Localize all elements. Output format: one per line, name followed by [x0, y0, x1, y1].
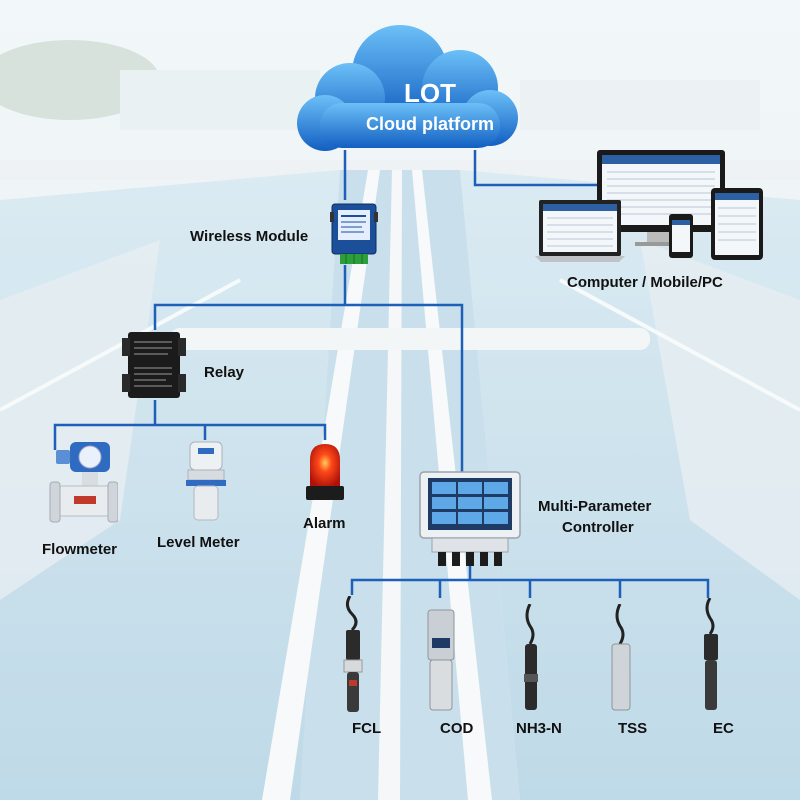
sensor-label-cod: COD: [440, 720, 474, 737]
sensor-label-fcl: FCL: [352, 720, 382, 737]
level-meter-label: Level Meter: [157, 534, 240, 551]
fcl-sensor-icon: [343, 596, 363, 712]
nh3n-sensor-icon: [524, 604, 538, 710]
cloud-title: LOT: [404, 78, 456, 108]
relay-icon: [122, 332, 186, 398]
sensor-label-nh3n: NH3-N: [516, 720, 562, 737]
tss-sensor-icon: [611, 604, 631, 711]
controller-label-line1: Multi-Parameter: [538, 498, 652, 515]
controller-label-line2: Controller: [562, 519, 634, 536]
level-meter-icon: [186, 441, 226, 521]
alarm-icon: [306, 444, 344, 500]
line-split: [153, 303, 464, 475]
controller-icon: [419, 471, 521, 566]
alarm-label: Alarm: [303, 515, 346, 532]
wireless-module-icon: [330, 203, 378, 264]
wireless-module-label: Wireless Module: [190, 228, 309, 245]
ec-sensor-icon: [704, 598, 718, 710]
computer-mobile-pc-icon: [535, 150, 763, 262]
flowmeter-icon: [49, 442, 118, 523]
line-relay-branch: [53, 423, 327, 450]
sensor-label-tss: TSS: [618, 720, 648, 737]
relay-label: Relay: [204, 364, 245, 381]
cloud-subtitle: Cloud platform: [366, 114, 494, 134]
computer-label: Computer / Mobile/PC: [567, 274, 723, 291]
sensor-label-ec: EC: [713, 720, 734, 737]
flowmeter-label: Flowmeter: [42, 541, 118, 558]
cloud-icon: [297, 25, 518, 151]
cod-sensor-icon: [427, 609, 455, 711]
line-cloud-computer: [473, 150, 600, 187]
